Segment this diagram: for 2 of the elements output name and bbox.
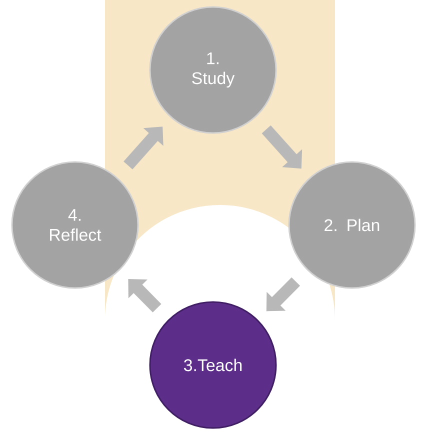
block-arrow (266, 277, 300, 312)
block-arrow (124, 126, 164, 170)
